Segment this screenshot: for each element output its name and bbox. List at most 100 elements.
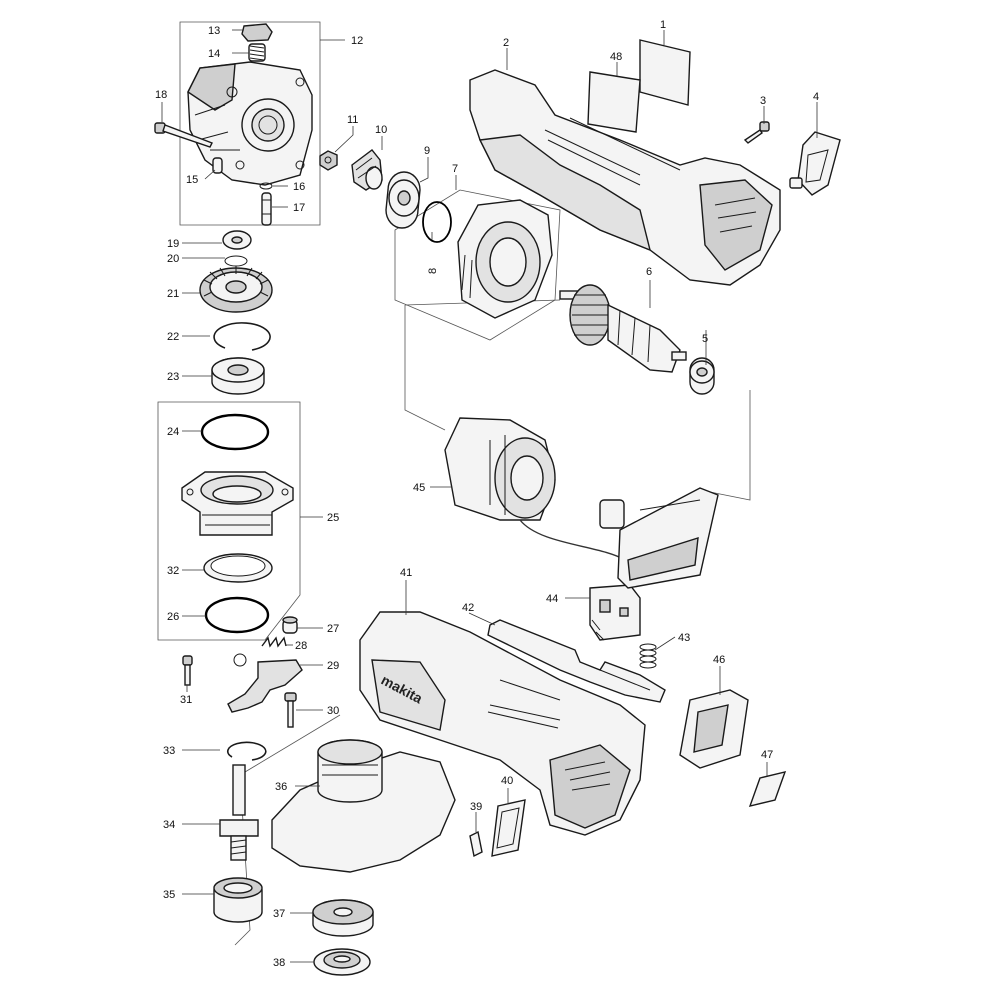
- callout-29: 29: [327, 660, 339, 672]
- callout-7: 7: [452, 163, 458, 175]
- callout-6: 6: [646, 266, 652, 278]
- callout-20: 20: [167, 253, 179, 265]
- part-29-lock-lever: [227, 653, 303, 713]
- part-48-label: [587, 71, 641, 133]
- part-35-inner-flange: [213, 877, 263, 923]
- callout-2: 2: [503, 37, 509, 49]
- callout-23: 23: [167, 371, 179, 383]
- part-1-label: [639, 39, 691, 106]
- callout-labels: 1 2 3 4 5 6 7 8 9 10 11 12 13 14 15 16 1…: [155, 19, 819, 969]
- part-28-spring: [261, 636, 287, 648]
- callout-34: 34: [163, 819, 175, 831]
- part-2-rear-housing: [469, 69, 781, 286]
- part-5-bearing: [689, 357, 715, 395]
- part-30-bolt: [284, 692, 297, 728]
- callout-24: 24: [167, 426, 179, 438]
- part-36-wheel-guard: [271, 739, 456, 873]
- part-6-armature: [559, 284, 687, 373]
- callout-10: 10: [375, 124, 387, 136]
- callout-11: 11: [347, 114, 358, 126]
- callout-39: 39: [470, 801, 482, 813]
- part-4-cover: [789, 131, 841, 196]
- callout-47: 47: [761, 749, 773, 761]
- part-13-cap: [241, 23, 273, 42]
- callout-33: 33: [163, 745, 175, 757]
- callout-12: 12: [351, 35, 363, 47]
- gear-housing: [187, 61, 313, 186]
- part-32-ring: [203, 553, 273, 583]
- part-39-pad: [469, 830, 483, 858]
- part-10-pinion: [351, 149, 383, 191]
- callout-21: 21: [167, 288, 179, 300]
- callout-26: 26: [167, 611, 179, 623]
- part-17-plunger: [261, 192, 272, 226]
- callout-46: 46: [713, 654, 725, 666]
- callout-17: 17: [293, 202, 305, 214]
- part-45-controller: [599, 487, 719, 589]
- part-34-spindle: [219, 764, 259, 861]
- callout-44: 44: [546, 593, 558, 605]
- part-18-bolt: [154, 122, 213, 148]
- leader-lines: [161, 29, 818, 963]
- part-9-bearing: [385, 171, 421, 229]
- callout-19: 19: [167, 238, 179, 250]
- callout-35: 35: [163, 889, 175, 901]
- part-38-flange-nut: [313, 948, 371, 976]
- callout-37: 37: [273, 908, 285, 920]
- part-40-gasket: [491, 799, 526, 857]
- part-3-screw: [743, 121, 770, 144]
- callout-48: 48: [610, 51, 622, 63]
- callout-40: 40: [501, 775, 513, 787]
- callout-42: 42: [462, 602, 474, 614]
- callout-31: 31: [180, 694, 192, 706]
- part-26-o-ring: [204, 596, 270, 634]
- callout-28: 28: [295, 640, 307, 652]
- part-47-label: [748, 771, 787, 807]
- part-27-button: [282, 616, 298, 634]
- callout-1: 1: [660, 19, 666, 31]
- part-42-switch-lever: [487, 619, 666, 703]
- callout-4: 4: [813, 91, 819, 103]
- callout-27: 27: [327, 623, 339, 635]
- callout-14: 14: [208, 48, 220, 60]
- part-21-bevel-gear: [199, 266, 273, 313]
- callout-25: 25: [327, 512, 339, 524]
- callout-30: 30: [327, 705, 339, 717]
- part-15-pin: [212, 157, 223, 174]
- callout-13: 13: [208, 25, 220, 37]
- part-16-ring: [259, 182, 273, 190]
- part-14-spring: [248, 43, 266, 62]
- part-19-bearing: [222, 230, 252, 250]
- part-46-battery-terminal: [679, 689, 749, 769]
- part-31-screw: [182, 655, 193, 686]
- part-8-o-ring: [422, 201, 452, 243]
- group-bracket-25: [157, 401, 301, 641]
- part-44-switch: [589, 584, 641, 641]
- part-11-nut: [319, 150, 338, 171]
- part-33-snap-ring: [227, 741, 267, 761]
- callout-41: 41: [400, 567, 412, 579]
- part-20-retaining-ring: [224, 255, 248, 267]
- part-37-lock-nut: [312, 899, 374, 937]
- part-23-bearing: [211, 357, 265, 395]
- callout-8: 8: [427, 268, 439, 274]
- callout-32: 32: [167, 565, 179, 577]
- group-bracket-12: [179, 21, 321, 226]
- callout-16: 16: [293, 181, 305, 193]
- part-45-stator: [444, 417, 626, 561]
- callout-22: 22: [167, 331, 179, 343]
- part-7-fan-housing: [457, 199, 553, 319]
- callout-9: 9: [424, 145, 430, 157]
- callout-15: 15: [186, 174, 198, 186]
- part-25-bearing-box: [181, 471, 294, 536]
- callout-38: 38: [273, 957, 285, 969]
- callout-18: 18: [155, 89, 167, 101]
- part-24-o-ring: [200, 413, 270, 451]
- part-22-snap-ring: [213, 322, 271, 351]
- part-41-motor-housing: makita: [359, 611, 646, 836]
- callout-36: 36: [275, 781, 287, 793]
- part-43-spring: [639, 643, 657, 669]
- callout-43: 43: [678, 632, 690, 644]
